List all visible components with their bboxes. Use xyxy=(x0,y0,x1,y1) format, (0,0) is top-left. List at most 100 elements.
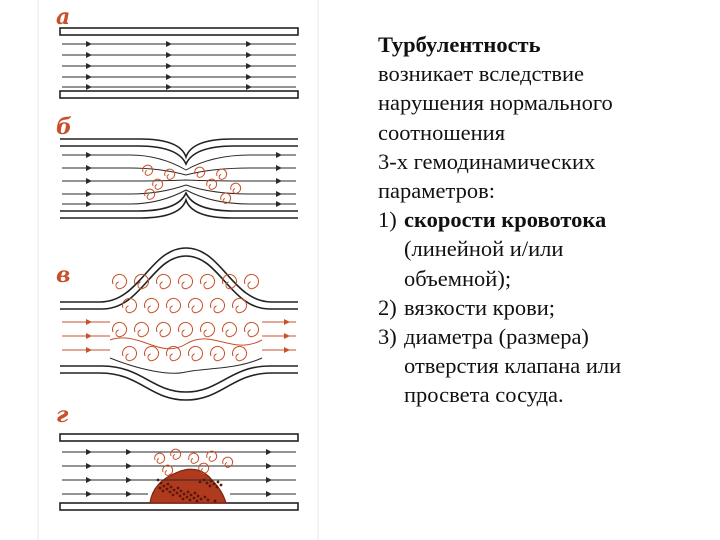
turbulence-c xyxy=(109,274,263,374)
intro-line-2: нарушения нормального xyxy=(378,90,613,116)
flow-lines-b xyxy=(62,152,296,207)
thrombus-dot xyxy=(178,494,182,498)
flow-arrowhead xyxy=(126,449,132,455)
turbulence-swirl xyxy=(134,274,149,290)
list-item-number: 1) xyxy=(378,207,397,233)
turbulence-swirl xyxy=(134,322,149,338)
thrombus-shape xyxy=(149,468,227,504)
turbulence-swirl xyxy=(188,452,200,464)
list-item-line: скорости кровотока xyxy=(404,207,607,233)
flow-line xyxy=(129,179,251,182)
panel-label-b: б xyxy=(56,114,72,140)
thrombus-dot xyxy=(179,489,183,493)
panel-d-obstruction: г xyxy=(56,402,299,511)
flow-arrowhead xyxy=(86,178,92,184)
turbulence-swirl xyxy=(144,188,156,200)
vessel-wall-top-b-inner xyxy=(60,145,298,166)
description-text: Турбулентность возникает вследствие нару… xyxy=(378,30,708,410)
turbulence-swirl xyxy=(154,452,166,464)
flow-arrowhead xyxy=(284,347,290,353)
thrombus-dot xyxy=(159,481,163,485)
vessel-wall-top-b-outer xyxy=(60,138,298,160)
list-item-line: диаметра (размера) xyxy=(404,324,589,350)
turbulence-swirl xyxy=(178,322,193,338)
flow-arrowhead xyxy=(86,319,92,325)
flow-arrowhead xyxy=(86,491,92,497)
panel-c-dilation: в xyxy=(56,247,298,401)
thrombus-dot xyxy=(166,482,170,486)
turbulence-swirl xyxy=(244,274,259,290)
flow-arrowhead xyxy=(86,463,92,469)
description-title: Турбулентность xyxy=(378,32,541,57)
list-item-line: (линейной и/или xyxy=(404,236,564,262)
panel-label-a: а xyxy=(56,4,70,30)
turbulence-swirl xyxy=(232,346,247,362)
parameter-list: 1) скорости кровотока (линейной и/или об… xyxy=(378,205,708,409)
turbulence-swirl xyxy=(232,298,247,314)
flow-line xyxy=(129,167,251,176)
flow-arrowhead xyxy=(276,165,282,171)
turbulence-swirl xyxy=(216,168,228,180)
turbulence-swirl xyxy=(178,274,193,290)
flow-arrowhead xyxy=(126,491,132,497)
turbulence-swirl xyxy=(166,298,181,314)
flow-arrowhead xyxy=(246,63,252,69)
turbulence-swirl xyxy=(188,346,203,362)
turbulence-swirl xyxy=(144,346,159,362)
turbulence-swirl xyxy=(198,462,210,474)
flow-lines-d xyxy=(62,449,296,497)
flow-arrowhead xyxy=(86,165,92,171)
turbulence-swirl xyxy=(170,448,182,460)
thrombus-dot xyxy=(216,480,220,484)
thrombus-dot xyxy=(172,488,176,492)
flow-arrowhead xyxy=(246,41,252,47)
turbulence-swirl xyxy=(156,322,171,338)
intro-line-4: 3-х гемодинамических xyxy=(378,148,596,174)
flow-arrowhead xyxy=(86,84,92,90)
flow-lines-c xyxy=(62,319,296,353)
thrombus-dot xyxy=(206,498,210,502)
flow-arrowhead xyxy=(284,319,290,325)
turbulence-swirl xyxy=(122,298,137,314)
thrombus-dot xyxy=(192,496,196,500)
flow-arrowhead xyxy=(266,477,272,483)
thrombus-dot xyxy=(176,486,180,490)
thrombus-dot xyxy=(171,493,175,497)
flow-arrowhead xyxy=(284,333,290,339)
turbulence-swirl xyxy=(164,168,176,180)
thrombus-dot xyxy=(213,499,217,503)
thrombus-dot xyxy=(169,485,173,489)
flow-arrowhead xyxy=(266,463,272,469)
thrombus-dot xyxy=(199,497,203,501)
thrombus-dot xyxy=(161,489,165,493)
flow-arrowhead xyxy=(126,477,132,483)
list-item-line: объемной); xyxy=(404,265,512,291)
thrombus-dot xyxy=(196,494,200,498)
thrombus-dot xyxy=(205,481,209,485)
thrombus-dot xyxy=(203,495,207,499)
vessel-wall-top-d xyxy=(59,433,299,442)
flow-arrowhead xyxy=(276,191,282,197)
list-item-line: отверстия клапана или xyxy=(404,353,622,379)
turbulence-swirl xyxy=(162,464,174,476)
turbulence-swirl xyxy=(122,346,137,362)
panel-label-c: в xyxy=(56,262,70,288)
thrombus-dot xyxy=(175,491,179,495)
thrombus-dot xyxy=(158,486,162,490)
vessel-wall-bottom-b-inner xyxy=(60,191,298,212)
thrombus-dot xyxy=(189,493,193,497)
flow-lines-a xyxy=(62,41,296,90)
thrombus-dot xyxy=(182,492,186,496)
flow-arrowhead xyxy=(166,52,172,58)
flow-arrowhead xyxy=(246,74,252,80)
thrombus-dot xyxy=(185,495,189,499)
flow-arrowhead xyxy=(276,152,282,158)
blood-flow-figure: а б в г xyxy=(37,0,319,540)
flow-arrowhead xyxy=(86,41,92,47)
turbulence-swirl xyxy=(188,298,203,314)
thrombus-dot xyxy=(195,499,199,503)
flow-diagram-svg: а б в г xyxy=(37,0,319,540)
thrombus-dot xyxy=(162,484,166,488)
flow-arrowhead xyxy=(166,74,172,80)
thrombus-dot xyxy=(198,480,202,484)
